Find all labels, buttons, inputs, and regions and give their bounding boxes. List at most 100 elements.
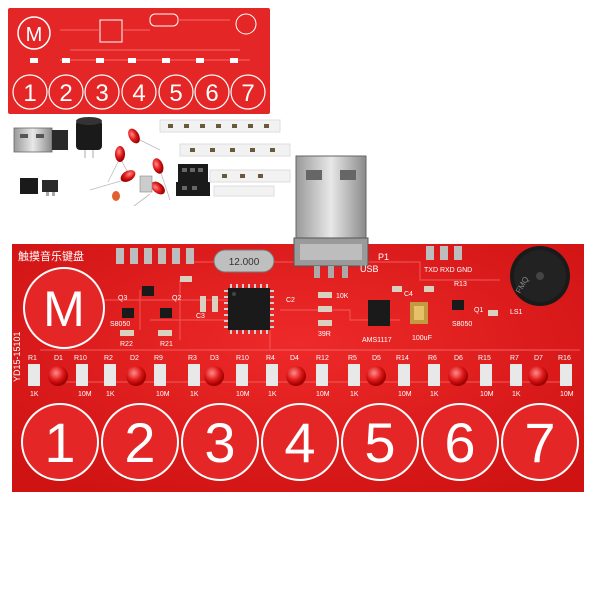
key-label-4: 4 (284, 411, 315, 474)
key-label-6: 6 (444, 411, 475, 474)
c2-label: C2 (286, 297, 295, 304)
led-ref-7: D7 (534, 355, 543, 362)
key-pad-4 (261, 403, 339, 481)
led-ref-1: D1 (54, 355, 63, 362)
mcu-chip (224, 284, 274, 334)
res-10m-4: 10M (316, 391, 330, 398)
res-bot-1: R10 (74, 355, 87, 362)
res-val-6: 1K (430, 391, 439, 398)
c4-label: C4 (404, 291, 413, 298)
m-key-label: M (43, 281, 85, 337)
led-ref-5: D5 (372, 355, 381, 362)
res-val-3: 1K (190, 391, 199, 398)
led-ref-4: D4 (290, 355, 299, 362)
board-model: YD15-15101 (12, 331, 22, 382)
res-val-5: 1K (350, 391, 359, 398)
smd-components-left (120, 276, 218, 336)
transistor-label-right: S8050 (452, 321, 472, 328)
key-pad-6 (421, 403, 499, 481)
led-ref-3: D3 (210, 355, 219, 362)
key-pad-2 (101, 403, 179, 481)
serial-pads (426, 246, 462, 260)
small-m-pad (17, 16, 51, 50)
crystal-icon (139, 175, 153, 193)
small-key-7: 7 (241, 80, 254, 107)
key-pad-7 (501, 403, 579, 481)
res-10m-7: 10M (560, 391, 574, 398)
r22-label: R22 (120, 341, 133, 348)
small-pcb-board: M 1 2 3 4 5 6 (8, 8, 270, 114)
board-title: 触摸音乐键盘 (18, 249, 84, 263)
key-pad-5 (341, 403, 419, 481)
res-top-3: R3 (188, 355, 197, 362)
res-bot-6: R15 (478, 355, 491, 362)
serial-label: TXD RXD GND (424, 267, 472, 274)
crystal-label: 12.000 (229, 257, 260, 268)
res-bot-5: R14 (396, 355, 409, 362)
res-bot-3: R10 (236, 355, 249, 362)
key-label-7: 7 (524, 411, 555, 474)
key-label-2: 2 (124, 411, 155, 474)
crystal-oscillator: 12.000 (213, 249, 275, 273)
transistor-label-left: S8050 (110, 321, 130, 328)
led-ref-2: D2 (130, 355, 139, 362)
key-pad-row: 1 2 3 4 5 6 7 (21, 403, 579, 481)
usb-label: USB (360, 264, 379, 274)
led-row (28, 364, 572, 386)
loose-components (13, 117, 291, 207)
r10k-label: 10K (336, 293, 349, 300)
res-val-7: 1K (512, 391, 521, 398)
res-10m-2: 10M (156, 391, 170, 398)
res-top-2: R2 (104, 355, 113, 362)
q2-label: Q2 (172, 295, 181, 302)
res-top-6: R6 (428, 355, 437, 362)
res-10m-1: 10M (78, 391, 92, 398)
res-top-5: R5 (348, 355, 357, 362)
res-val-4: 1K (268, 391, 277, 398)
smd-tape-strips (159, 119, 291, 197)
cap-value-label: 100uF (412, 335, 432, 342)
res-10m-3: 10M (236, 391, 250, 398)
small-key-5: 5 (169, 80, 182, 107)
main-pcb-board: 触摸音乐键盘 YD15-15101 12.000 M (12, 155, 584, 492)
key-label-3: 3 (204, 411, 235, 474)
buzzer-on-board (510, 246, 570, 306)
res-val-2: 1K (106, 391, 115, 398)
r13-label: R13 (454, 281, 467, 288)
m-key-pad: M (23, 267, 105, 349)
ls-label: LS1 (510, 309, 523, 316)
res-bot-7: R16 (558, 355, 571, 362)
q3-label: Q3 (118, 295, 127, 302)
key-pad-3 (181, 403, 259, 481)
led-row-labels: R1 D1 R10 1K 10M R2 D2 R9 1K 10M R3 D3 R… (28, 355, 574, 398)
key-label-5: 5 (364, 411, 395, 474)
res-top-4: R4 (266, 355, 275, 362)
small-key-4: 4 (132, 80, 145, 107)
smd-components-middle (318, 286, 498, 326)
ic-socket-icon (176, 164, 210, 196)
key-pad-1 (21, 403, 99, 481)
header-pads (116, 248, 194, 264)
small-key-2: 2 (59, 80, 72, 107)
res-10m-6: 10M (480, 391, 494, 398)
led-icons (89, 128, 171, 207)
r39r-label-1: 39R (318, 331, 331, 338)
res-10m-5: 10M (398, 391, 412, 398)
usb-plug-icon (13, 127, 68, 153)
res-val-1: 1K (30, 391, 39, 398)
res-bot-4: R12 (316, 355, 329, 362)
small-key-row: 1 2 3 4 5 6 7 (12, 74, 266, 110)
q1-label: Q1 (474, 307, 483, 314)
small-m-label: M (26, 24, 43, 46)
regulator-label: AMS1117 (362, 337, 392, 344)
chip-icon (20, 178, 58, 196)
led-ref-6: D6 (454, 355, 463, 362)
key-label-1: 1 (44, 411, 75, 474)
p1-label: P1 (378, 252, 389, 262)
small-key-6: 6 (205, 80, 218, 107)
c3-label: C3 (196, 313, 205, 320)
r21-label: R21 (160, 341, 173, 348)
res-top-7: R7 (510, 355, 519, 362)
small-key-3: 3 (95, 80, 108, 107)
